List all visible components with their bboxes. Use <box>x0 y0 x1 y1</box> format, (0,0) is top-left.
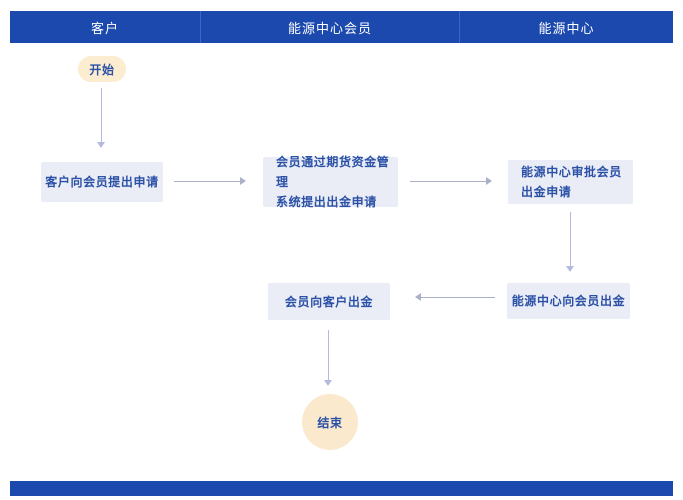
lane-label: 能源中心会员 <box>287 20 372 36</box>
lane-header-energy-center: 能源中心 <box>459 11 673 43</box>
step2-box: 会员通过期货资金管理 系统提出出金申请 <box>263 155 398 209</box>
step2-line1: 会员通过期货资金管理 <box>276 155 390 189</box>
swimlane-header: 客户 能源中心会员 能源中心 <box>10 11 673 43</box>
step2-line2: 系统提出出金申请 <box>276 195 377 209</box>
step4-box: 能源中心向会员出金 <box>507 283 630 319</box>
lane-header-energy-center-member: 能源中心会员 <box>200 11 459 43</box>
step3-line1: 能源中心审批会员 <box>521 165 622 179</box>
step5-box: 会员向客户出金 <box>268 283 390 320</box>
step3-line2: 出金申请 <box>521 185 572 199</box>
lane-label: 能源中心 <box>538 20 595 36</box>
start-node: 开始 <box>78 56 126 82</box>
end-node: 结束 <box>302 394 358 450</box>
step3-box: 能源中心审批会员 出金申请 <box>508 160 633 204</box>
step1-box: 客户向会员提出申请 <box>41 162 163 202</box>
lane-label: 客户 <box>90 20 119 36</box>
lane-header-customer: 客户 <box>10 11 200 43</box>
partial-footer-bar <box>10 481 673 496</box>
